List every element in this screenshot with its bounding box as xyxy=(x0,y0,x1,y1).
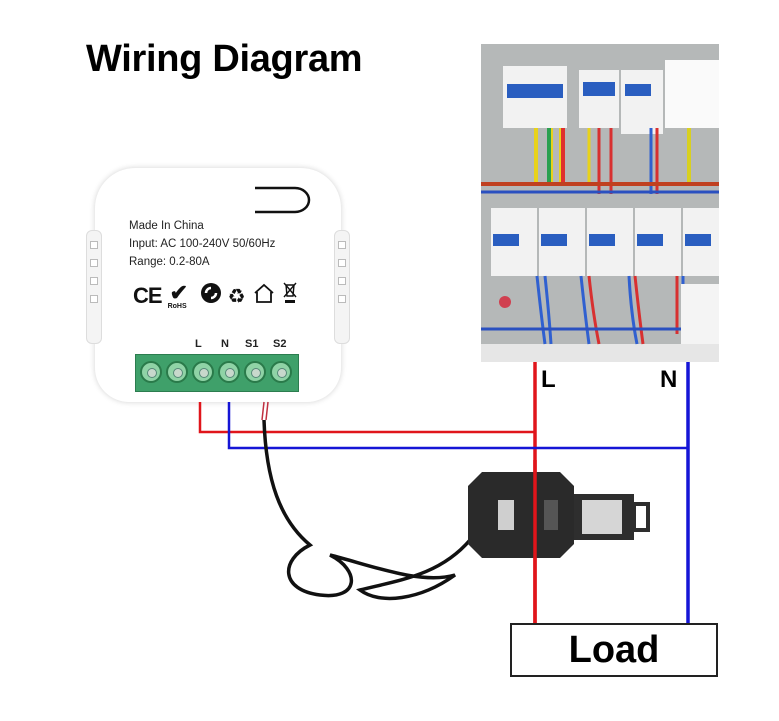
certification-icons: CE ✔RoHS ♻ xyxy=(133,280,298,311)
terminal-screw xyxy=(270,361,292,383)
mounting-tab-left xyxy=(86,230,102,344)
load-box: Load xyxy=(510,623,718,677)
reset-button-icon xyxy=(255,186,311,214)
terminal-screw xyxy=(192,361,214,383)
origin-label: Made In China xyxy=(129,220,204,232)
input-spec-label: Input: AC 100-240V 50/60Hz xyxy=(129,238,276,250)
distribution-panel-photo xyxy=(481,44,719,362)
terminal-screw xyxy=(140,361,162,383)
current-transformer-clamp xyxy=(468,460,650,623)
line-wire-to-device xyxy=(198,402,535,434)
ce-mark-icon: CE xyxy=(133,283,163,308)
terminal-label-n: N xyxy=(221,338,229,350)
terminal-block xyxy=(135,354,299,392)
weee-bin-icon xyxy=(282,281,298,311)
terminal-label-s2: S2 xyxy=(273,338,287,350)
mounting-tab-right xyxy=(334,230,350,344)
terminal-label-l: L xyxy=(195,338,202,350)
terminal-screw xyxy=(244,361,266,383)
rohs-icon: ✔RoHS xyxy=(167,280,188,310)
neutral-wire-to-device xyxy=(227,402,688,450)
energy-meter-device: Made In China Input: AC 100-240V 50/60Hz… xyxy=(86,168,350,402)
terminal-screw xyxy=(166,361,188,383)
breaker-panel-illustration xyxy=(481,44,719,362)
diagram-title: Wiring Diagram xyxy=(86,38,363,80)
indoor-use-icon xyxy=(252,282,276,310)
terminal-screw xyxy=(218,361,240,383)
recycle-icon: ♻ xyxy=(227,285,246,308)
terminal-label-s1: S1 xyxy=(245,338,259,350)
neutral-label: N xyxy=(660,366,678,393)
range-spec-label: Range: 0.2-80A xyxy=(129,256,210,268)
green-dot-icon xyxy=(200,282,222,310)
line-label: L xyxy=(541,366,556,393)
ct-sensor-cable xyxy=(262,419,472,601)
